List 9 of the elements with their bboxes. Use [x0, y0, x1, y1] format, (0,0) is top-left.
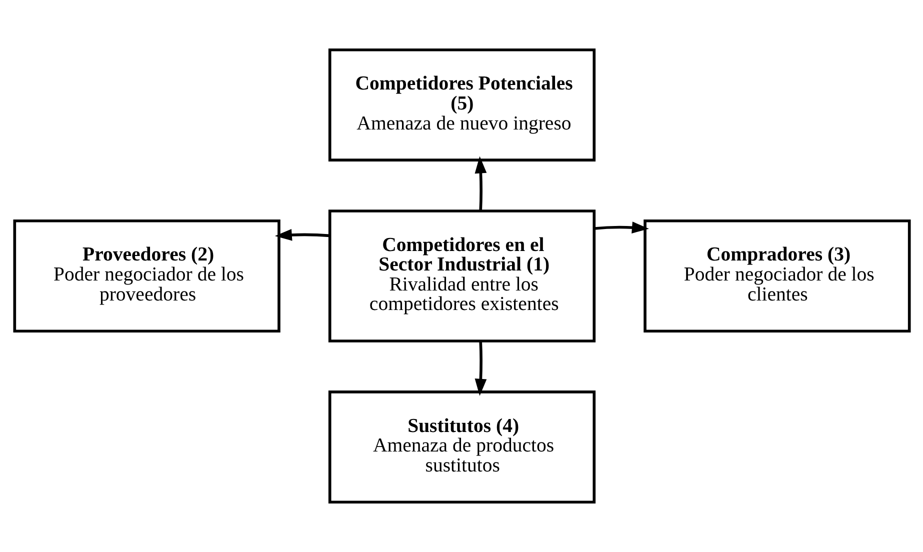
- node-box: Sustitutos (4) Amenaza de productos sustitutos: [328, 390, 596, 504]
- node-box: Competidores Potenciales (5) Amenaza de nuevo ingreso: [328, 48, 596, 162]
- arrow: [474, 341, 486, 396]
- node-box: Compradores (3) Poder negociador de los clientes: [643, 219, 910, 333]
- node-box: Competidores en el Sector Industrial (1) Rivalidad entre los competidores existentes: [328, 210, 596, 342]
- arrow: [474, 156, 486, 211]
- arrow: [594, 222, 648, 234]
- arrow: [274, 228, 330, 241]
- node-box: Proveedores (2) Poder negociador de los proveedores: [12, 219, 280, 333]
